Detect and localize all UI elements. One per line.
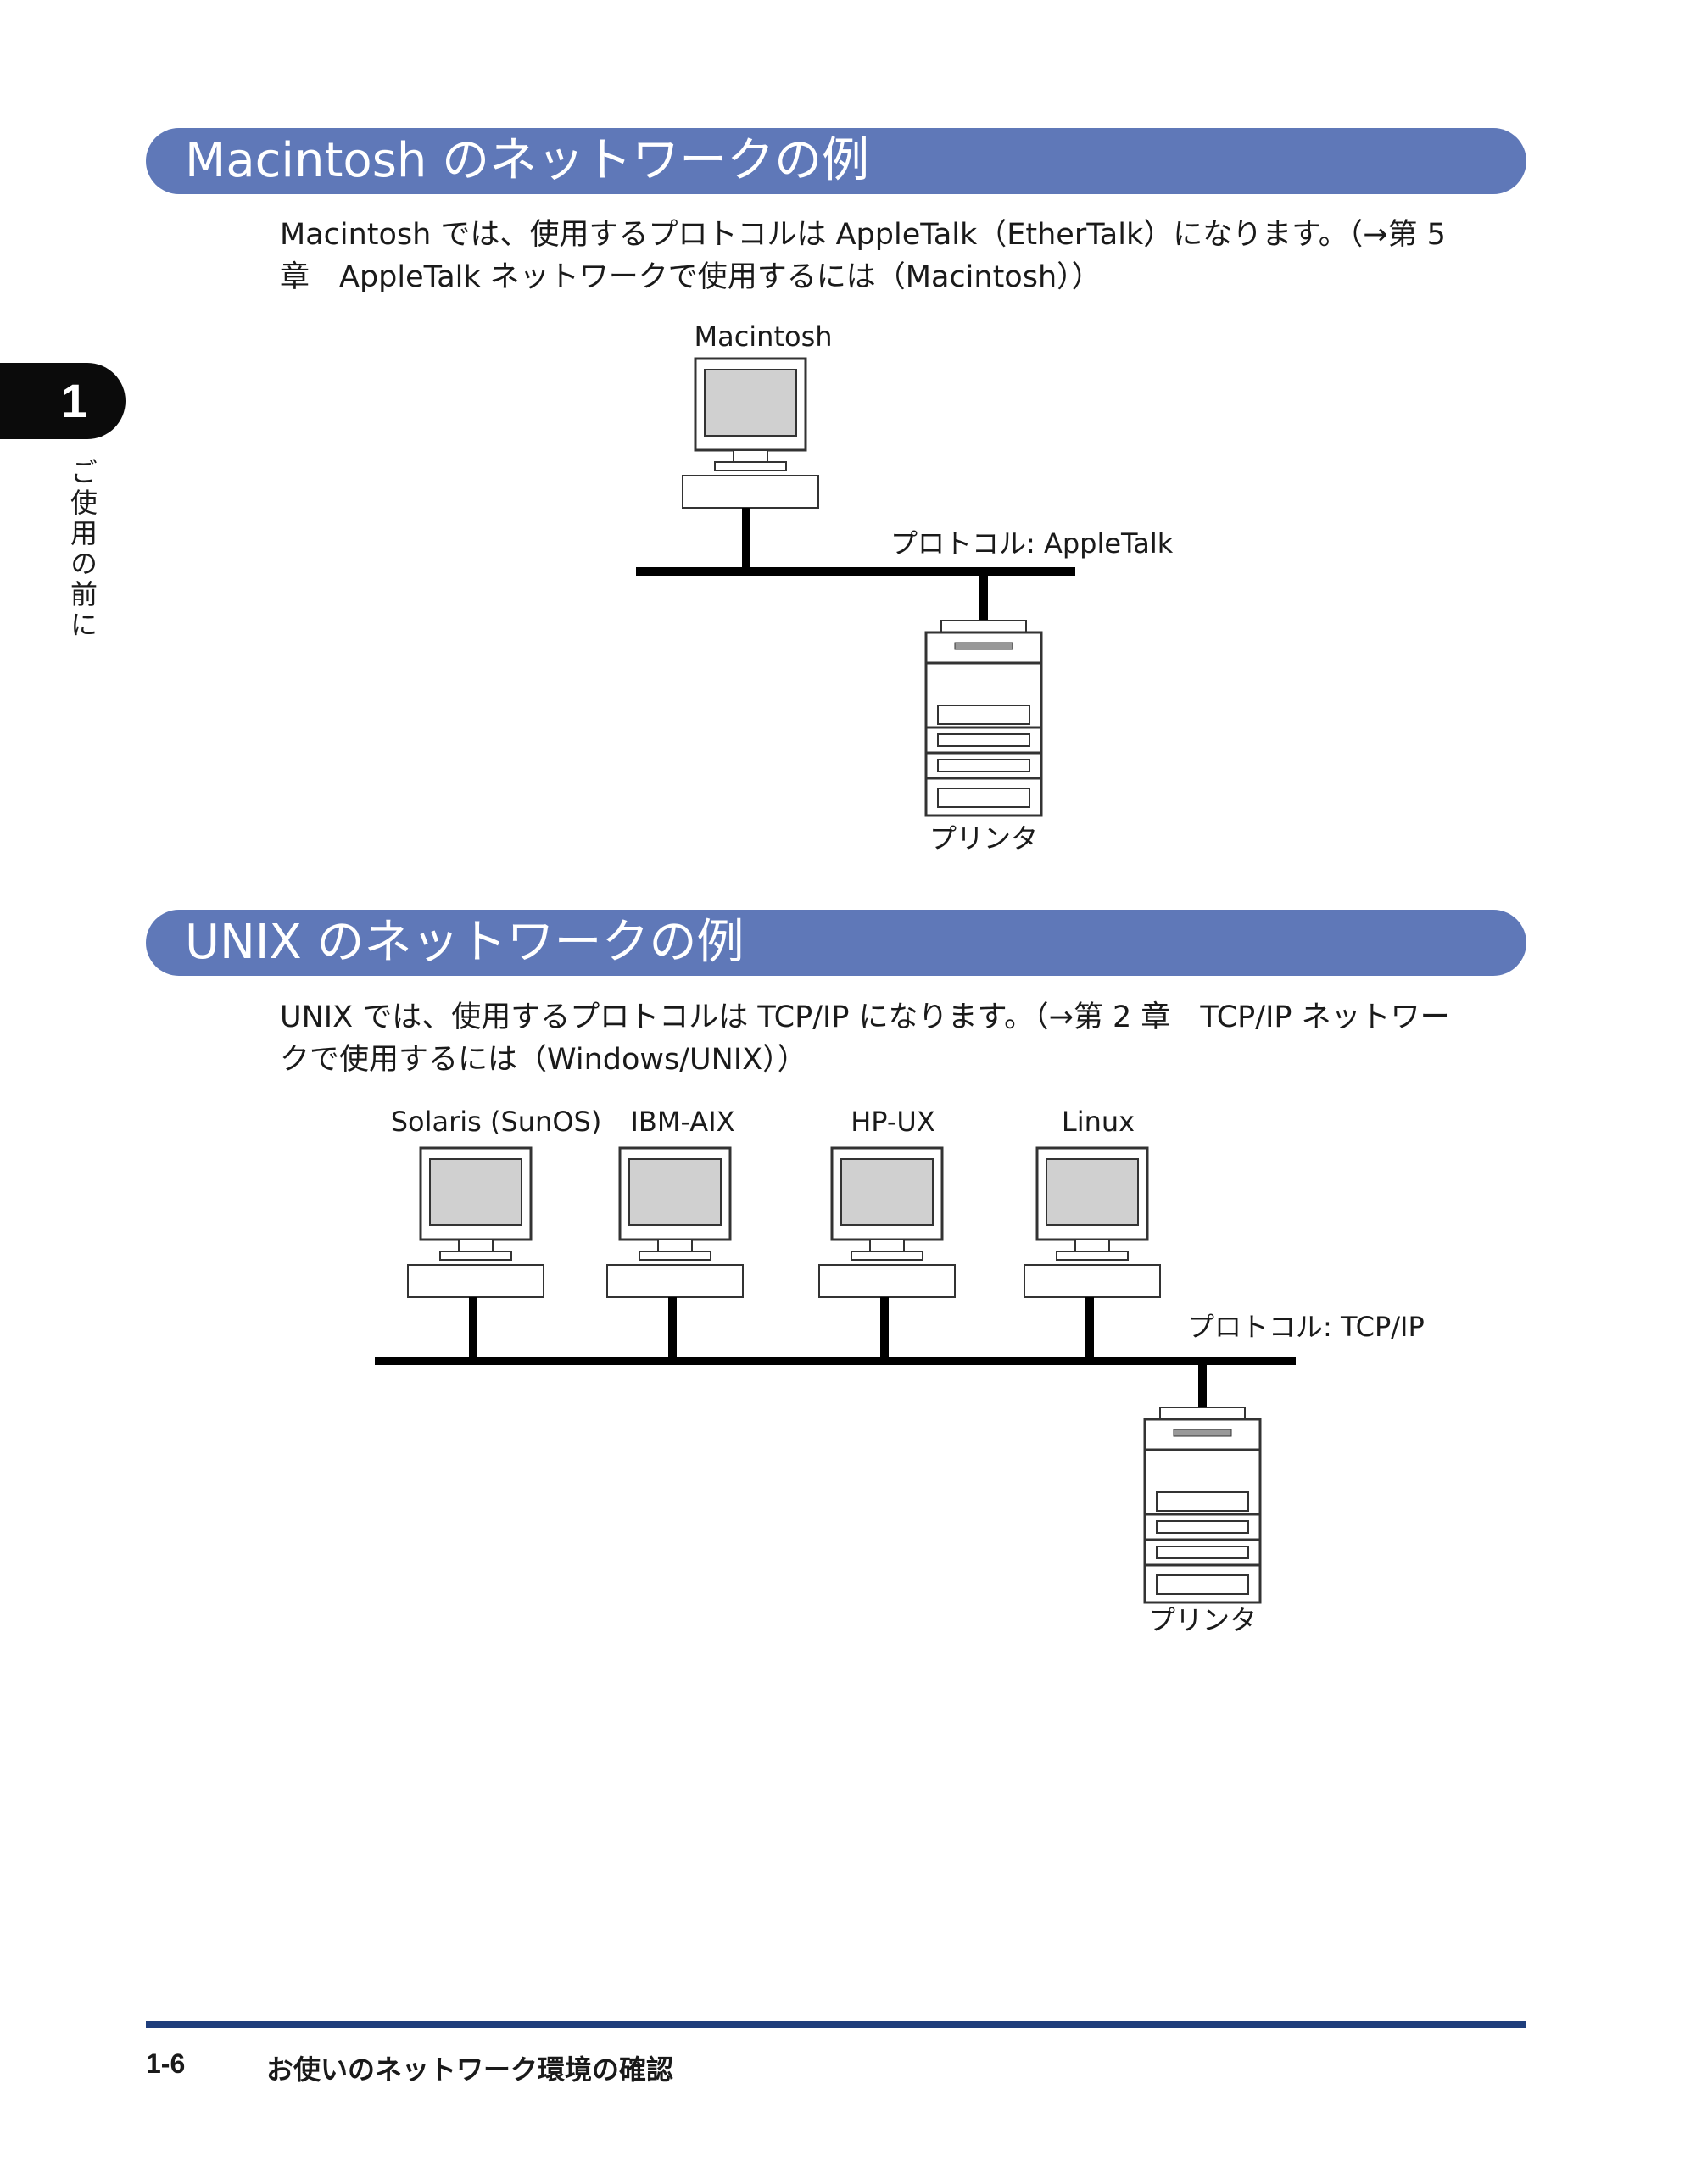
printer-icon [924,620,1043,817]
macintosh-computer-icon [682,357,819,509]
appletalk-protocol-label: プロトコル: AppleTalk [890,527,1174,560]
solaris-computer-icon [407,1146,544,1298]
unix-description-line2: クで使用するには（Windows/UNIX）） [280,1043,807,1077]
unix-network-diagram: Solaris (SunOS) IBM-AIX HP-UX Linux プロトコ… [375,1106,1425,1636]
unix-description-line1: UNIX では、使用するプロトコルは TCP/IP になります。（→第 2 章 … [280,1000,1450,1034]
ibm-aix-computer-icon [606,1146,744,1298]
ibm-aix-label: IBM-AIX [630,1106,734,1138]
solaris-label: Solaris (SunOS) [391,1106,602,1138]
chapter-tab: 1 [0,363,126,439]
chapter-title: ご使用の前に [66,458,98,641]
printer-label: プリンタ [929,822,1038,855]
linux-label: Linux [1062,1106,1135,1138]
page-number: 1-6 [146,2048,186,2079]
linux-computer-icon [1024,1146,1161,1298]
footer-rule [146,2021,1526,2028]
hp-ux-computer-icon [818,1146,956,1298]
section-header-unix: UNIX のネットワークの例 [146,910,1526,976]
tcpip-protocol-label: プロトコル: TCP/IP [1187,1311,1425,1343]
printer-icon [1143,1407,1262,1604]
macintosh-computer-label: Macintosh [694,320,832,353]
macintosh-description-line2: 章 AppleTalk ネットワークで使用するには（Macintosh）） [280,260,1102,294]
unix-description: UNIX では、使用するプロトコルは TCP/IP になります。（→第 2 章 … [280,996,1526,1081]
macintosh-description: Macintosh では、使用するプロトコルは AppleTalk（EtherT… [280,214,1526,298]
macintosh-description-line1: Macintosh では、使用するプロトコルは AppleTalk（EtherT… [280,218,1446,252]
section-header-macintosh: Macintosh のネットワークの例 [146,128,1526,194]
printer-label: プリンタ [1148,1604,1257,1636]
macintosh-network-diagram: Macintosh プロトコル: AppleTalk プリンタ [636,320,1174,855]
footer-title: お使いのネットワーク環境の確認 [266,2053,674,2086]
hp-ux-label: HP-UX [851,1106,935,1138]
